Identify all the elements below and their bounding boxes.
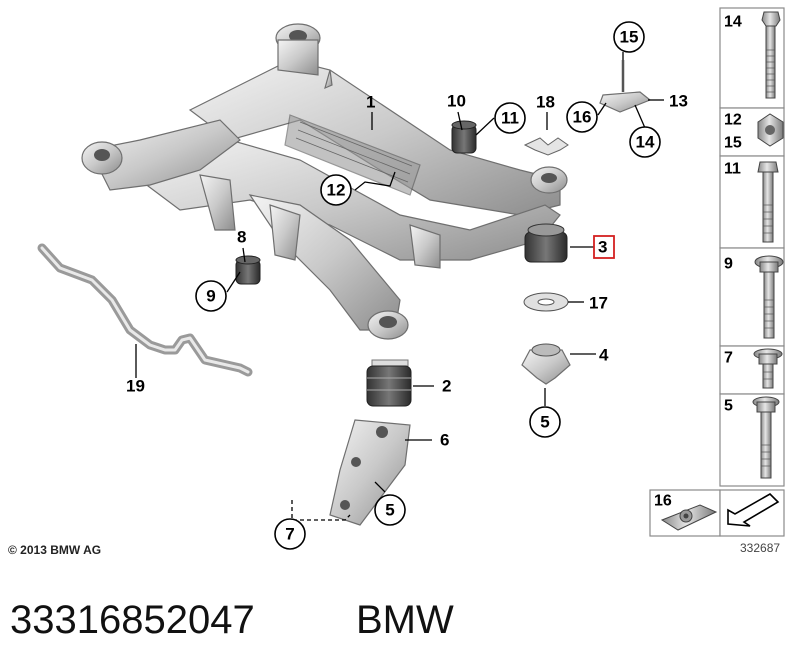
callout-16[interactable]: 16 <box>566 101 598 133</box>
callout-16-label: 16 <box>573 108 592 127</box>
callout-5-right-label: 5 <box>540 413 549 432</box>
callout-5-right[interactable]: 5 <box>529 406 561 438</box>
stabilizer-bar-19 <box>37 243 253 377</box>
callout-11-upper[interactable]: 11 <box>494 102 526 134</box>
fastener-sidebar: 14 12 15 11 <box>649 7 785 537</box>
rear-subframe-illustration <box>81 23 568 340</box>
sidebar-label-16: 16 <box>654 493 672 510</box>
callout-11-upper-label: 11 <box>501 109 519 128</box>
bolt-14-icon <box>761 11 781 99</box>
sidebar-label-15: 15 <box>724 135 742 152</box>
label-10[interactable]: 10 <box>447 92 466 111</box>
subframe-bushing-2 <box>366 359 412 407</box>
callout-5-lower[interactable]: 5 <box>374 494 406 526</box>
callout-7-label: 7 <box>285 525 294 544</box>
bracket-13 <box>599 60 652 113</box>
arrow-box[interactable] <box>719 489 785 537</box>
callout-7[interactable]: 7 <box>274 518 306 550</box>
label-6[interactable]: 6 <box>440 431 449 450</box>
label-19[interactable]: 19 <box>126 377 145 396</box>
sidebar-item-9[interactable]: 9 <box>719 247 785 347</box>
diagram-number: 332687 <box>740 541 780 555</box>
leader-lines <box>135 52 664 521</box>
brand-name: BMW <box>356 598 454 642</box>
callout-15-label: 15 <box>620 28 639 47</box>
nut-icon <box>757 113 784 147</box>
sidebar-item-5[interactable]: 5 <box>719 393 785 487</box>
callout-9-label: 9 <box>206 287 215 306</box>
label-3-highlighted[interactable]: 3 <box>593 235 615 259</box>
label-1[interactable]: 1 <box>366 93 375 112</box>
callout-12-upper-label: 12 <box>327 181 346 200</box>
label-2[interactable]: 2 <box>442 377 451 396</box>
callout-12-upper[interactable]: 12 <box>320 174 352 206</box>
bolt-5-icon <box>752 396 780 479</box>
sidebar-item-14[interactable]: 14 <box>719 7 785 109</box>
sidebar-label-7: 7 <box>724 350 733 367</box>
callout-5-lower-label: 5 <box>385 501 394 520</box>
label-8[interactable]: 8 <box>237 228 246 247</box>
callout-14-label: 14 <box>636 133 655 152</box>
sidebar-label-5: 5 <box>724 398 733 415</box>
bolt-7-icon <box>753 348 783 389</box>
sidebar-label-11: 11 <box>724 161 741 178</box>
label-18[interactable]: 18 <box>536 93 555 112</box>
sidebar-item-7[interactable]: 7 <box>719 345 785 395</box>
label-4[interactable]: 4 <box>599 346 609 365</box>
label-13[interactable]: 13 <box>669 92 688 111</box>
bushing-8 <box>235 255 261 285</box>
bolt-11-icon <box>757 161 779 243</box>
copyright-text: © 2013 BMW AG <box>8 543 101 557</box>
sidebar-item-12-15[interactable]: 12 15 <box>719 107 785 157</box>
sidebar-label-12: 12 <box>724 112 742 129</box>
label-3: 3 <box>598 238 607 257</box>
bushing-10 <box>451 120 477 154</box>
sidebar-item-16[interactable]: 16 <box>649 489 721 537</box>
sidebar-item-11[interactable]: 11 <box>719 155 785 249</box>
sidebar-label-14: 14 <box>724 14 742 31</box>
label-17[interactable]: 17 <box>589 294 608 313</box>
part-number: 33316852047 <box>10 598 255 642</box>
bolt-9-icon <box>754 255 784 339</box>
callout-15[interactable]: 15 <box>613 21 645 53</box>
callout-9[interactable]: 9 <box>195 280 227 312</box>
callout-14[interactable]: 14 <box>629 126 661 158</box>
clip-nut-icon <box>660 504 718 531</box>
direction-arrow-icon <box>727 493 780 527</box>
mount-stack-right <box>521 137 571 385</box>
sidebar-label-9: 9 <box>724 256 733 273</box>
bracket-6 <box>329 419 411 526</box>
